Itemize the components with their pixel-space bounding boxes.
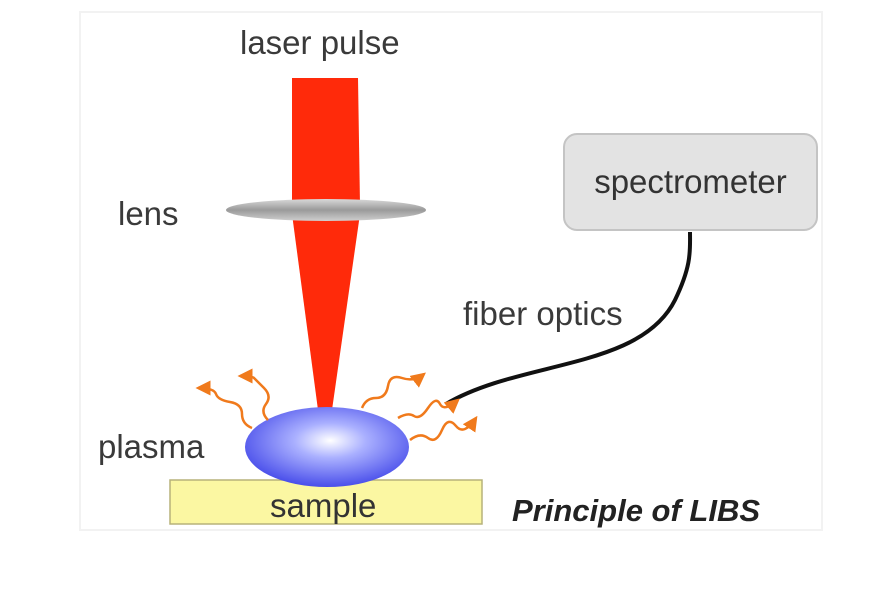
spectrometer-box: spectrometer [563, 133, 818, 231]
emission-arrows [195, 368, 478, 441]
emission-arrow [237, 368, 270, 421]
sample-slab [169, 479, 483, 525]
laser-beam-upper [292, 78, 360, 205]
lens-shape [226, 199, 426, 221]
lens-label: lens [118, 195, 179, 232]
laser-beam-focused [292, 214, 360, 410]
fiber-cable [444, 231, 693, 406]
diagram-title: Principle of LIBS [512, 493, 761, 528]
emission-arrow [397, 398, 460, 420]
sample-label: sample [270, 487, 377, 524]
emission-arrow [195, 380, 253, 430]
fiber-optics-label: fiber optics [463, 295, 623, 332]
emission-arrow [360, 372, 426, 409]
panel-border [79, 11, 823, 531]
plasma-shape [245, 407, 409, 487]
spectrometer-label: spectrometer [594, 163, 787, 200]
plasma-label: plasma [98, 428, 205, 465]
laser-pulse-label: laser pulse [240, 24, 400, 61]
emission-arrow [409, 415, 478, 441]
